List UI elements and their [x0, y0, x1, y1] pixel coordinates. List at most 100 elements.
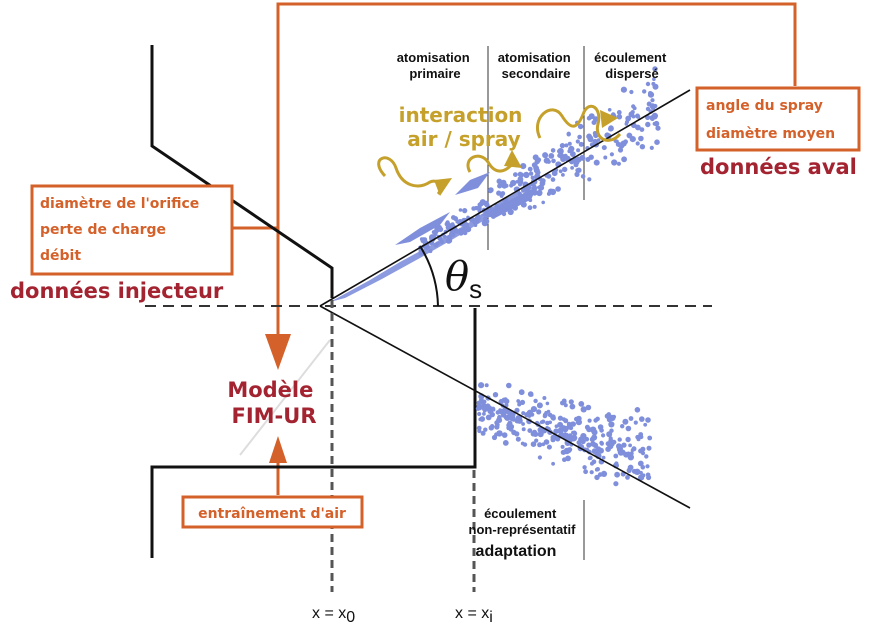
- injector-item-pressure: perte de charge: [40, 222, 166, 238]
- spray-droplet: [600, 470, 608, 477]
- spray-droplet: [485, 414, 492, 421]
- spray-droplet: [553, 428, 559, 435]
- spray-droplet: [620, 86, 628, 93]
- spray-droplet: [546, 444, 552, 450]
- spray-droplet: [479, 199, 486, 206]
- spray-droplet: [518, 389, 525, 396]
- spray-droplet: [498, 408, 503, 413]
- spray-droplet: [534, 438, 539, 443]
- spray-droplet: [488, 187, 494, 193]
- spray-droplet: [520, 163, 527, 170]
- spray-droplet: [650, 98, 655, 103]
- spray-ligament-3: [455, 172, 490, 195]
- spray-droplet: [561, 173, 565, 177]
- spray-droplet: [512, 205, 518, 211]
- spray-droplet: [445, 238, 452, 244]
- spray-droplet: [570, 166, 574, 170]
- spray-droplet: [611, 439, 617, 445]
- spray-droplet: [630, 110, 635, 115]
- spray-droplet: [631, 104, 636, 109]
- spray-droplet: [537, 426, 544, 433]
- spray-droplet: [517, 176, 524, 183]
- spray-droplet: [462, 230, 468, 236]
- spray-droplet: [620, 424, 625, 429]
- spray-droplet: [503, 398, 510, 405]
- spray-droplet: [645, 106, 651, 112]
- spray-droplet: [563, 403, 568, 408]
- spray-droplet: [622, 418, 629, 425]
- spray-droplet: [565, 447, 572, 454]
- spray-droplet: [649, 103, 656, 110]
- spray-droplet: [575, 419, 583, 426]
- spray-droplet: [577, 134, 582, 140]
- spray-droplet: [554, 424, 559, 429]
- spray-droplet: [586, 442, 592, 448]
- spray-droplet: [591, 459, 597, 465]
- spray-droplet: [633, 420, 638, 425]
- spray-droplet: [594, 474, 600, 481]
- spray-droplet: [626, 132, 633, 139]
- spray-droplet: [548, 153, 555, 159]
- spray-droplet: [479, 416, 486, 422]
- spray-droplet: [559, 143, 566, 149]
- spray-droplet: [433, 229, 439, 235]
- entrainment-label: entraînement d'air: [198, 506, 346, 522]
- spray-droplet: [541, 200, 545, 205]
- spray-droplet: [506, 382, 512, 389]
- spray-droplet: [472, 219, 477, 225]
- spray-droplet: [625, 436, 631, 443]
- spray-droplet: [594, 467, 599, 472]
- spray-droplet: [576, 148, 581, 153]
- feedback-arrowhead: [265, 334, 291, 370]
- spray-droplet: [575, 168, 580, 173]
- spray-droplet: [454, 229, 460, 234]
- spray-droplet: [536, 409, 542, 415]
- spray-droplet: [549, 188, 557, 196]
- spray-droplet: [527, 205, 533, 211]
- spray-droplet: [495, 422, 500, 427]
- spray-droplet: [613, 453, 619, 459]
- entrainment-box: [181, 495, 364, 529]
- spray-droplet: [501, 432, 508, 438]
- spray-droplet: [587, 418, 592, 423]
- x0-label: x = x0: [312, 605, 355, 626]
- spray-droplet: [609, 152, 615, 157]
- spray-droplet: [654, 121, 659, 126]
- spray-droplet: [507, 208, 514, 216]
- spray-droplet: [639, 127, 645, 132]
- spray-droplet: [601, 145, 607, 151]
- spray-droplet: [561, 398, 567, 404]
- non-representative-label: écoulement non-représentatif: [469, 506, 577, 537]
- spray-droplet: [616, 114, 623, 120]
- spray-droplet: [636, 114, 641, 119]
- spray-droplet: [606, 412, 611, 417]
- spray-droplet: [629, 451, 634, 456]
- spray-droplet: [582, 465, 587, 470]
- injector-item-orifice: diamètre de l'orifice: [40, 196, 199, 212]
- spray-droplet: [517, 171, 523, 177]
- spray-droplet: [624, 122, 629, 126]
- spray-droplet: [571, 436, 577, 442]
- spray-droplet: [521, 422, 525, 426]
- spray-droplet: [546, 159, 551, 164]
- spray-droplet: [481, 403, 487, 409]
- spray-edge-lower: [319, 305, 691, 509]
- spray-droplet: [570, 421, 576, 427]
- gold-arrowhead-2: [504, 150, 522, 168]
- spray-droplet: [458, 208, 463, 212]
- spray-droplet: [625, 475, 630, 480]
- spray-droplet: [471, 206, 476, 211]
- spray-droplet: [536, 402, 543, 409]
- spray-droplet: [503, 203, 510, 209]
- spray-droplet: [585, 404, 592, 411]
- spray-droplet: [638, 135, 644, 142]
- spray-droplet: [477, 428, 482, 434]
- spray-droplet: [639, 416, 645, 422]
- spray-droplet: [617, 147, 624, 153]
- spray-droplet: [589, 470, 594, 475]
- spray-droplet: [606, 431, 613, 438]
- spray-droplet: [506, 425, 512, 431]
- spray-droplet: [476, 403, 483, 410]
- gold-arrowhead-1: [434, 178, 452, 196]
- downstream-data-box: [695, 86, 861, 152]
